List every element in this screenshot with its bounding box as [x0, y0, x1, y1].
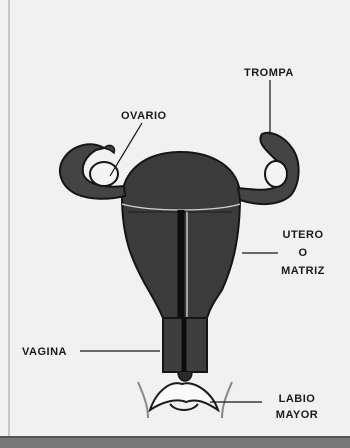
- labia-right-shade: [222, 382, 232, 418]
- label-ovario: OVARIO: [121, 109, 167, 123]
- label-trompa: TROMPA: [244, 66, 294, 80]
- vaginal-opening-shape: [178, 372, 192, 381]
- label-labio: LABIO: [262, 392, 332, 406]
- label-vagina: VAGINA: [22, 345, 67, 359]
- labia-shape: [150, 383, 218, 410]
- left-ovary-shape: [90, 162, 118, 186]
- left-fimbria-shape: [104, 146, 114, 153]
- labia-inner-line: [170, 404, 198, 410]
- label-matriz: MATRIZ: [278, 264, 328, 278]
- label-o: O: [278, 246, 328, 260]
- bottom-bar-edge: [0, 436, 350, 438]
- right-ovary-shape: [265, 161, 287, 187]
- labia-left-shade: [138, 382, 148, 418]
- label-mayor: MAYOR: [262, 408, 332, 422]
- label-utero: UTERO: [278, 228, 328, 242]
